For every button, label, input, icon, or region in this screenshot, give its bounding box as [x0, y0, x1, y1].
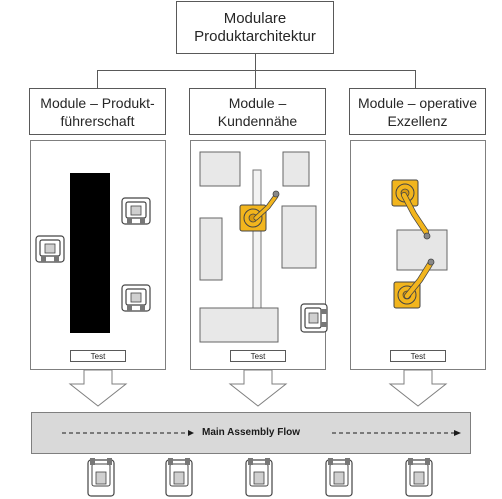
- assembly-block: [70, 173, 110, 333]
- module-3-line-1: Module – operative: [357, 94, 478, 111]
- worker-station-icon-bottom: [121, 284, 151, 312]
- connector-right: [415, 70, 416, 88]
- workpiece-table: [396, 229, 448, 271]
- machine-left: [199, 217, 223, 281]
- machine-right: [281, 205, 317, 269]
- test-box-1: Test: [70, 350, 126, 362]
- connector-middle: [255, 70, 256, 88]
- rail-column: [252, 169, 262, 311]
- flow-label: Main Assembly Flow: [202, 427, 300, 438]
- down-arrow-3: [388, 369, 448, 407]
- module-1-line-1: Module – Produkt-: [40, 94, 155, 111]
- module-2-line-2: Kundennähe: [217, 112, 298, 129]
- module-3-line-2: Exzellenz: [387, 112, 448, 129]
- robot-arm-icon-top: [391, 179, 431, 240]
- worker-station-icon-left: [35, 235, 65, 263]
- connector-vertical-top: [255, 54, 256, 71]
- down-arrow-2: [228, 369, 288, 407]
- module-header-operative-exzellenz: Module – operative Exzellenz: [349, 88, 486, 135]
- module-2-line-1: Module –: [228, 94, 287, 111]
- robot-arm-icon-middle: [239, 190, 280, 232]
- title-line-1: Modulare: [223, 9, 287, 27]
- module-header-kundennaehe: Module – Kundennähe: [189, 88, 326, 135]
- machine-top-right: [282, 151, 310, 187]
- connector-left: [97, 70, 98, 88]
- test-box-3: Test: [390, 350, 446, 362]
- test-box-2: Test: [230, 350, 286, 362]
- worker-station-icon-panel2: [300, 303, 328, 333]
- machine-top-left: [199, 151, 241, 187]
- worker-station-icon-top: [121, 197, 151, 225]
- main-assembly-flow-conveyor: Main Assembly Flow: [31, 412, 471, 454]
- title-line-2: Produktarchitektur: [194, 27, 316, 45]
- robot-arm-icon-bottom: [393, 258, 435, 309]
- machine-bottom: [199, 307, 279, 343]
- down-arrow-1: [68, 369, 128, 407]
- connector-horizontal: [97, 70, 415, 71]
- module-header-produktfuehrerschaft: Module – Produkt- führerschaft: [29, 88, 166, 135]
- architecture-title-box: Modulare Produktarchitektur: [176, 1, 334, 54]
- module-1-line-2: führerschaft: [60, 112, 135, 129]
